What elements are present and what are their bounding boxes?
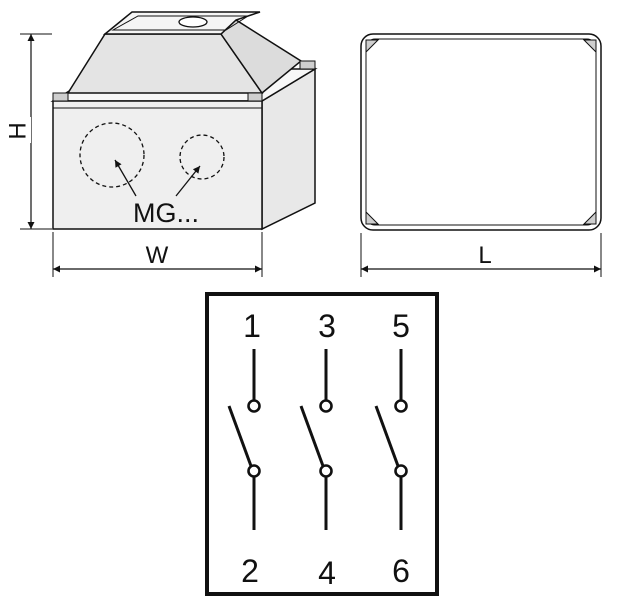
gland-label: MG...: [133, 198, 199, 228]
terminal-label-bottom-6: 6: [392, 553, 410, 589]
lid-hole: [178, 16, 208, 28]
switch-schematic: 1 2 3 4 5 6: [205, 292, 439, 596]
schematic-frame: [205, 292, 439, 596]
top-view-inner: [365, 38, 597, 226]
gland-knockout-small: [179, 134, 225, 180]
terminal-label-top-3: 3: [318, 308, 336, 344]
terminal-label-bottom-4: 4: [318, 555, 336, 591]
gland-leader-2: [175, 165, 201, 197]
terminal-label-top-1: 1: [243, 308, 261, 344]
dim-label-w: W: [146, 242, 169, 269]
enclosure-top-view: [360, 33, 602, 231]
dimension-length: L: [360, 233, 602, 277]
gland-knockout-large: [79, 122, 145, 188]
dimension-height: H: [4, 33, 52, 230]
switch-pole-2: 3 4: [299, 308, 336, 591]
switch-pole-3: 5 6: [374, 308, 410, 589]
box-lid: [52, 11, 316, 102]
switch-pole-1: 1 2: [227, 308, 261, 589]
dimension-width: W: [52, 232, 263, 277]
enclosure-iso-view: MG...: [50, 11, 318, 231]
dim-label-l: L: [478, 242, 491, 269]
terminal-label-bottom-2: 2: [241, 553, 259, 589]
top-view-outer: [360, 33, 602, 231]
gland-leader-1: [114, 159, 137, 197]
dim-label-h: H: [4, 122, 31, 139]
terminal-label-top-5: 5: [392, 308, 410, 344]
